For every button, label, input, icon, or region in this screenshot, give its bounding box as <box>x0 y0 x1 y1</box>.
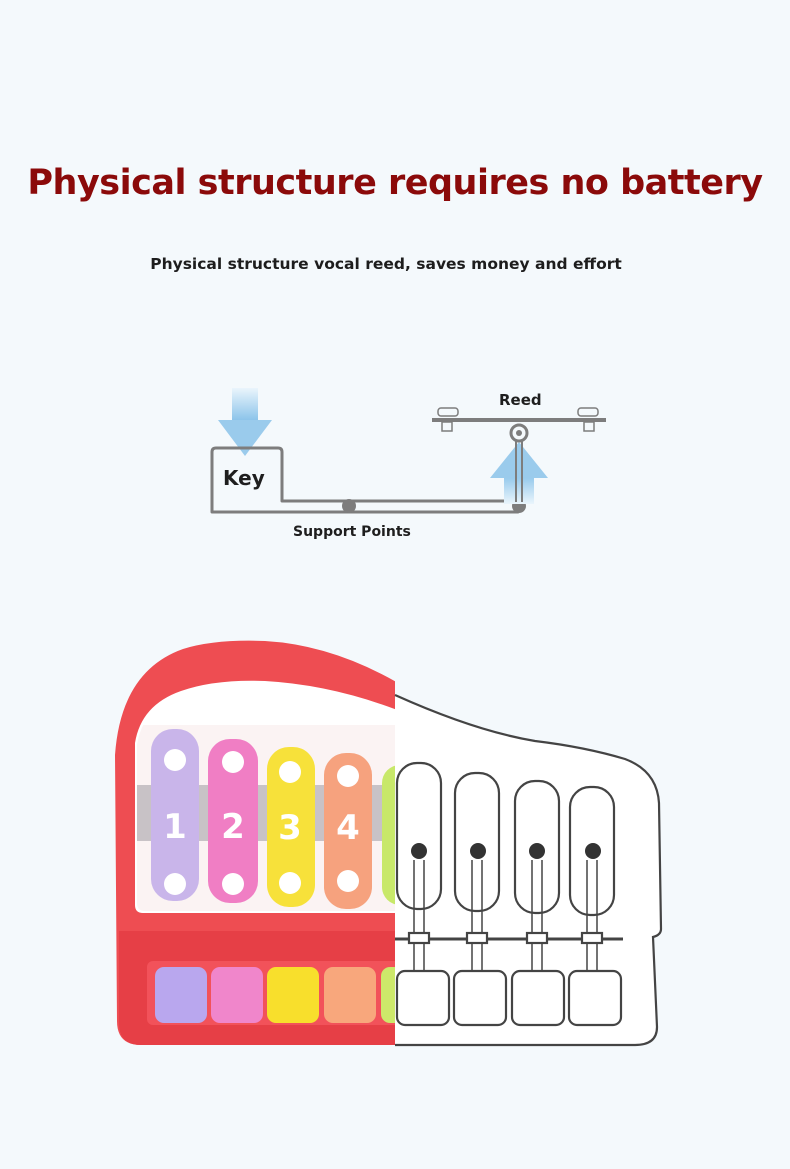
rise-arrow-icon <box>490 442 548 504</box>
reed-pivot-dot <box>529 843 545 859</box>
reed-pivot-dot <box>470 843 486 859</box>
piano-key <box>324 967 376 1023</box>
mechanism-diagram: Key Reed Support Points <box>190 378 630 548</box>
press-arrow-icon <box>218 388 272 456</box>
bar-number: 2 <box>221 807 245 847</box>
bar-number: 1 <box>163 807 187 847</box>
reed-bar <box>432 418 606 422</box>
xylophone-bar: 3 <box>267 747 315 907</box>
page-title: Physical structure requires no battery <box>27 163 763 203</box>
reed-label: Reed <box>499 391 542 409</box>
key-label: Key <box>223 466 265 490</box>
page-subtitle: Physical structure vocal reed, saves mon… <box>150 255 622 273</box>
xylophone-bar: 2 <box>208 739 258 903</box>
piano-key <box>211 967 263 1023</box>
support-point <box>342 499 356 513</box>
xylophone-bar: 1 <box>151 729 199 901</box>
toy-piano-graphic: 1 2 3 4 <box>115 640 663 1047</box>
bar-number: 3 <box>278 808 302 848</box>
piano-key <box>267 967 319 1023</box>
toy-piano-illustration: 1 2 3 4 <box>105 635 675 1055</box>
reed-pivot <box>509 423 529 443</box>
mechanism-diagram-graphic <box>210 388 606 514</box>
reed-clip <box>437 407 599 432</box>
piano-line-art <box>394 693 663 1047</box>
reed-pivot-dot <box>411 843 427 859</box>
reed-pivot-dot <box>585 843 601 859</box>
xylophone-bar: 4 <box>324 753 372 909</box>
bar-number: 4 <box>336 808 360 848</box>
xylophone-bar <box>382 765 395 905</box>
piano-key <box>155 967 207 1023</box>
piano-key <box>381 967 395 1023</box>
support-points-label: Support Points <box>293 524 411 540</box>
key-lever <box>210 446 520 514</box>
